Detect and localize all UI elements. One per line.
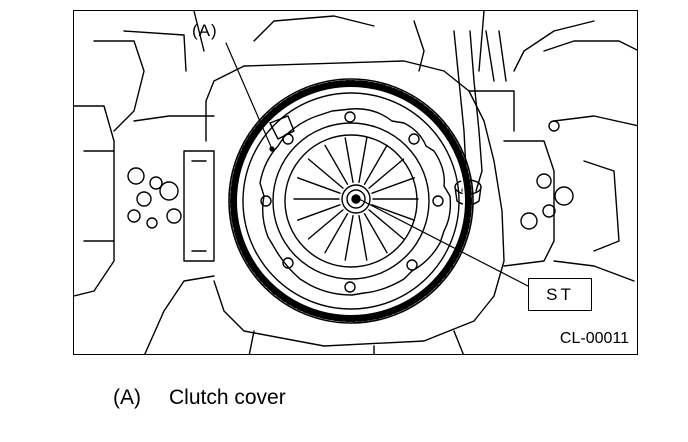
special-tool-label: ST	[528, 278, 592, 311]
spring-finger	[307, 158, 344, 189]
figure-frame: (A) ST CL-00011	[73, 10, 638, 355]
legend-key: (A)	[113, 386, 141, 409]
spring-finger	[324, 212, 349, 254]
spring-finger	[363, 144, 388, 186]
legend: (A) Clutch cover	[113, 386, 286, 410]
leader-lines	[225, 42, 529, 287]
spring-finger	[358, 137, 368, 184]
spring-finger	[324, 144, 349, 186]
spring-finger	[296, 177, 341, 194]
spring-finger	[368, 158, 405, 189]
spring-finger	[344, 137, 354, 184]
diaphragm-spring	[293, 137, 419, 261]
clutch-illustration	[74, 11, 637, 354]
engine-block-outline	[74, 11, 637, 354]
clutch-cover	[259, 108, 452, 296]
spring-finger	[344, 214, 354, 261]
spring-finger	[371, 204, 415, 221]
right-side-components	[520, 120, 620, 252]
spring-finger	[368, 209, 405, 240]
legend-text: Clutch cover	[169, 386, 286, 409]
spring-finger	[363, 212, 388, 254]
spring-finger	[358, 214, 368, 261]
spring-finger	[296, 204, 341, 221]
spring-finger	[371, 177, 415, 194]
left-side-components	[127, 150, 215, 262]
callout-a-label: (A)	[192, 21, 218, 40]
flywheel-ring-gear	[228, 78, 474, 324]
spring-finger	[307, 209, 344, 240]
figure-code: CL-00011	[559, 330, 629, 347]
center-hub	[341, 184, 371, 214]
